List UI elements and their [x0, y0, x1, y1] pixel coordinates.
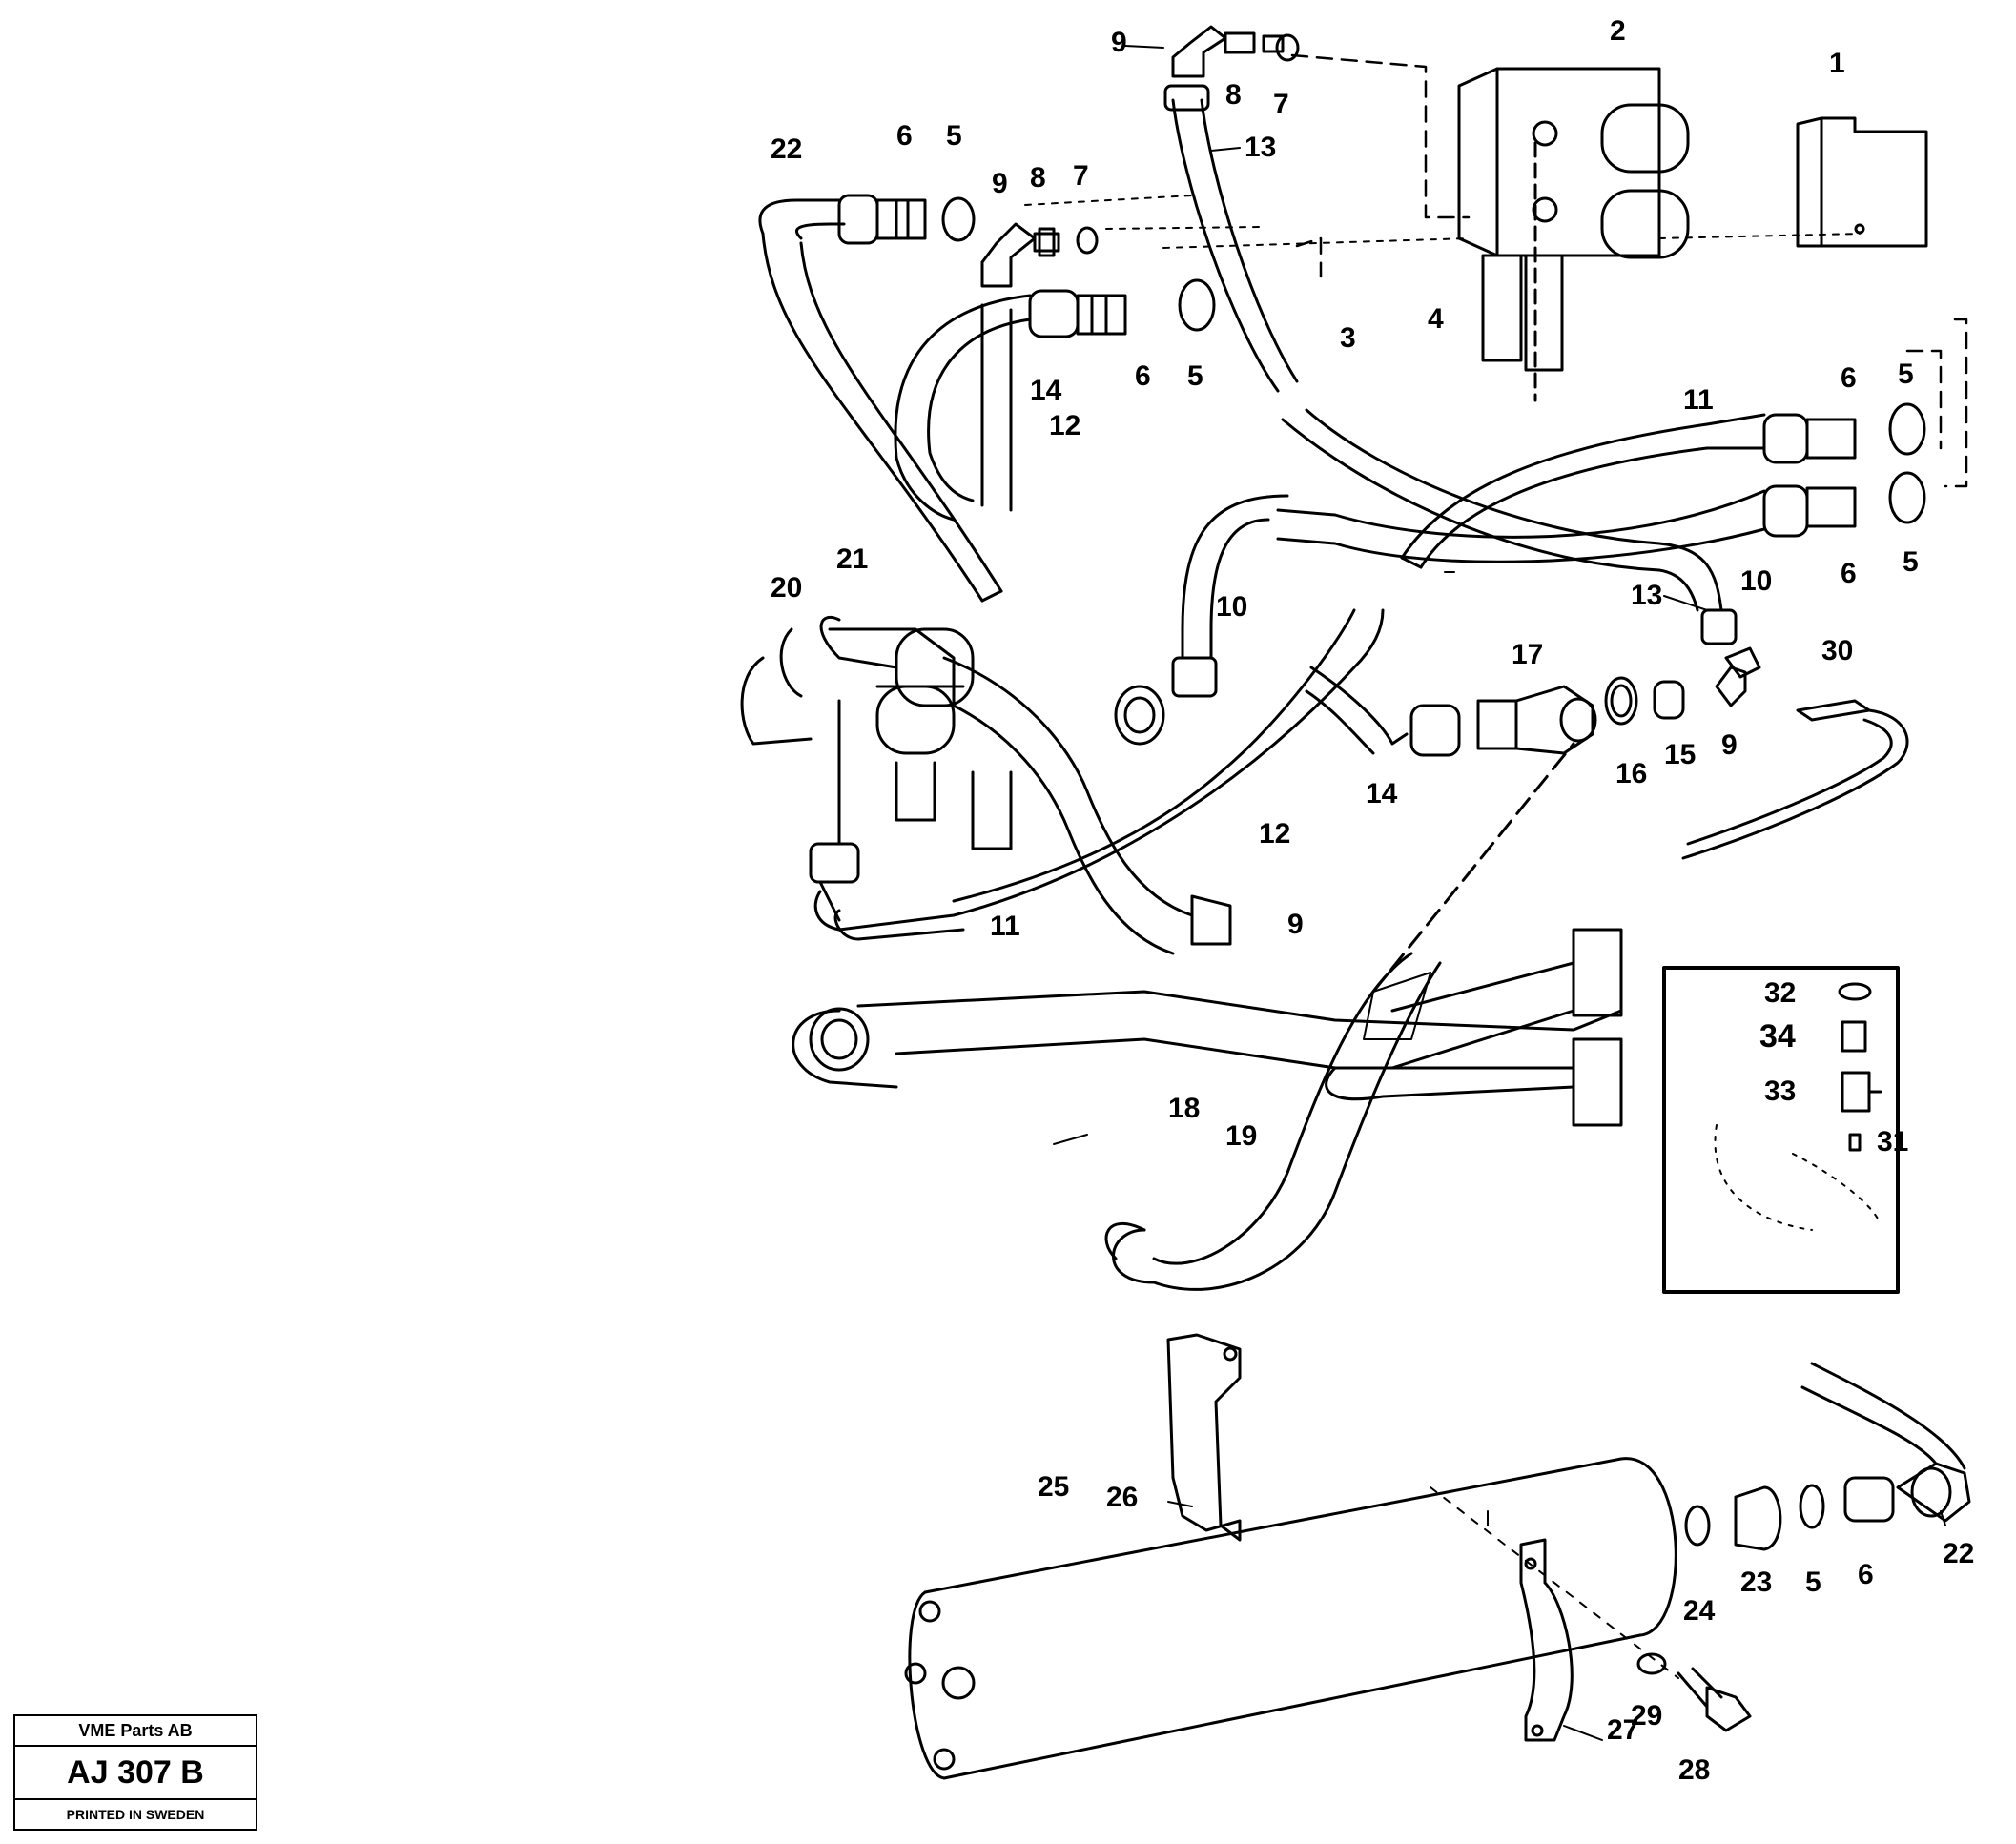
exhaust-pipes [792, 928, 1623, 1291]
muffler-25 [904, 1457, 1677, 1780]
callout-32: 32 [1764, 977, 1797, 1009]
hose-22-upper [758, 194, 1003, 603]
callout-28: 28 [1678, 1754, 1711, 1786]
callout-3: 3 [1340, 322, 1356, 354]
callout-9c: 9 [1721, 729, 1738, 761]
callout-11b: 11 [990, 911, 1020, 942]
callout-1: 1 [1829, 48, 1845, 79]
callout-6a: 6 [896, 120, 913, 152]
callout-9d: 9 [1287, 909, 1304, 940]
hose-14 [894, 278, 1216, 522]
stamp-company: VME Parts AB [15, 1716, 256, 1747]
callout-19: 19 [1225, 1120, 1258, 1152]
callout-8b: 8 [1030, 162, 1046, 194]
callout-21: 21 [836, 543, 869, 575]
callout-31: 31 [1877, 1126, 1909, 1158]
callout-29: 29 [1631, 1700, 1663, 1731]
callout-16: 16 [1615, 758, 1648, 789]
callout-18: 18 [1168, 1093, 1201, 1124]
callout-9a: 9 [1111, 27, 1127, 58]
callout-4: 4 [1428, 303, 1444, 335]
stamp-printed: PRINTED IN SWEDEN [66, 1807, 205, 1822]
callout-13b: 13 [1631, 580, 1663, 611]
callout-7b: 7 [1073, 160, 1089, 192]
callout-33: 33 [1764, 1076, 1797, 1107]
outlet-fittings [1684, 1362, 1971, 1551]
callout-22a: 22 [771, 133, 803, 165]
hose-11-lower [809, 608, 1385, 941]
callout-20: 20 [771, 572, 803, 604]
callout-15: 15 [1664, 739, 1697, 770]
callout-26: 26 [1106, 1482, 1139, 1513]
callout-6c: 6 [1841, 362, 1857, 394]
callout-23: 23 [1740, 1567, 1773, 1598]
inset-box [1662, 966, 1900, 1294]
hose-11-10 [1114, 402, 1926, 746]
callout-25: 25 [1038, 1471, 1070, 1503]
callout-6b: 6 [1135, 360, 1151, 392]
callout-14a: 14 [1030, 375, 1062, 406]
callout-12a: 12 [1049, 410, 1081, 441]
callout-5d: 5 [1903, 546, 1919, 578]
hose-13 [1163, 25, 1761, 679]
callout-24: 24 [1683, 1595, 1716, 1627]
callout-22b: 22 [1943, 1538, 1975, 1569]
callout-12b: 12 [1259, 818, 1291, 850]
callout-10a: 10 [1216, 591, 1248, 623]
callout-6e: 6 [1858, 1559, 1874, 1590]
strap-30 [1681, 699, 1909, 860]
callout-9b: 9 [992, 168, 1008, 199]
callout-13a: 13 [1245, 132, 1277, 163]
mounting-bracket [1796, 116, 1928, 248]
callout-14b: 14 [1366, 778, 1398, 809]
callout-34: 34 [1759, 1018, 1796, 1055]
bolt-28 [1636, 1652, 1752, 1732]
callout-8a: 8 [1225, 79, 1242, 111]
valve-block [1457, 67, 1690, 402]
callout-27: 27 [1607, 1714, 1639, 1746]
callout-30: 30 [1821, 635, 1854, 666]
callout-17: 17 [1512, 639, 1544, 670]
callout-10b: 10 [1740, 565, 1773, 597]
fittings-top-left [980, 222, 1099, 288]
callout-5a: 5 [946, 120, 962, 152]
callout-7a: 7 [1273, 89, 1289, 120]
bracket-26 [1166, 1333, 1242, 1542]
callout-6d: 6 [1841, 558, 1857, 589]
clamp-27 [1519, 1538, 1574, 1742]
cooler-tubes [740, 615, 1232, 955]
callout-5c: 5 [1898, 359, 1914, 390]
fittings-mid [1305, 666, 1747, 757]
stamp-code: AJ 307 B [15, 1747, 256, 1800]
title-stamp: VME Parts AB AJ 307 B PRINTED IN SWEDEN [13, 1714, 257, 1831]
callout-2: 2 [1610, 15, 1626, 47]
callout-5b: 5 [1187, 360, 1203, 392]
callout-5e: 5 [1805, 1567, 1821, 1598]
callout-11a: 11 [1683, 384, 1714, 416]
